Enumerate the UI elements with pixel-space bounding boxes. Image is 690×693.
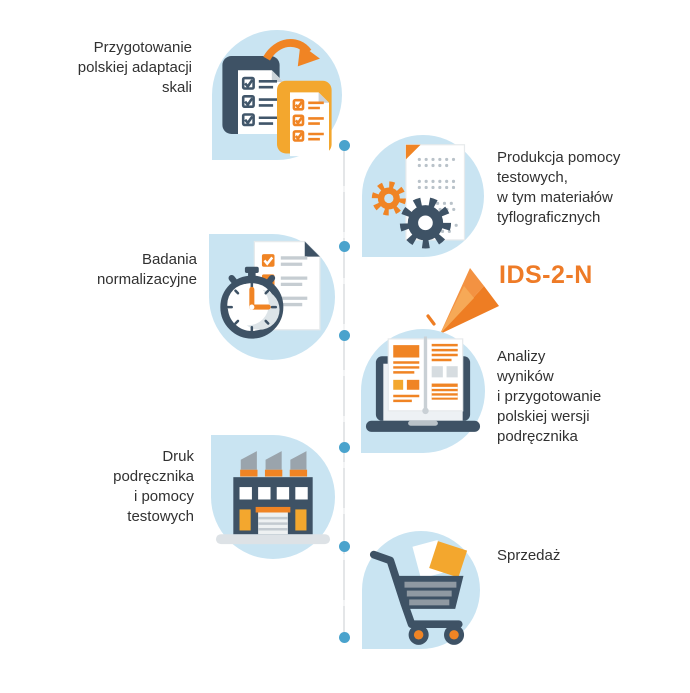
shopping-cart-icon — [369, 540, 468, 645]
timeline-dot — [339, 541, 350, 552]
product-name: IDS-2-N — [499, 261, 593, 289]
gears-braille-document-icon — [371, 144, 466, 249]
factory-icon — [215, 451, 331, 545]
step-blob-print — [211, 435, 335, 559]
label-line: Analizy — [497, 348, 546, 365]
label-line: i przygotowanie — [497, 388, 602, 405]
label-line: Sprzedaż — [497, 547, 561, 564]
label-line: testowych, — [497, 169, 568, 186]
label-line: skali — [161, 79, 192, 96]
label-line: Badania — [141, 251, 197, 268]
label-line: wyników — [497, 368, 554, 385]
stopwatch-checklist-icon — [220, 240, 321, 339]
label-line: Produkcja pomocy — [497, 149, 621, 166]
step-label-analysis: Analizy wyników i przygotowanie polskiej… — [497, 347, 601, 447]
label-line: testowych — [127, 508, 194, 525]
factory-vents — [240, 451, 308, 477]
step-label-print: Druk podręcznika i pomocy testowych — [113, 447, 194, 527]
label-line: Przygotowanie — [93, 39, 192, 56]
stopwatch-icon — [220, 266, 284, 339]
step-label-production: Produkcja pomocy testowych, w tym materi… — [497, 148, 620, 228]
label-line: polskiej wersji — [497, 408, 590, 425]
step-label-adaptation: Przygotowanie polskiej adaptacji skali — [78, 38, 192, 98]
timeline-line — [343, 146, 345, 638]
small-gear-icon — [371, 181, 406, 216]
right-page-content — [431, 343, 458, 400]
step-label-sales: Sprzedaż — [497, 546, 560, 566]
label-line: tyflograficznych — [497, 209, 601, 226]
label-line: podręcznika — [113, 468, 194, 485]
timeline-dot — [339, 241, 350, 252]
step-blob-production — [362, 135, 484, 257]
timeline-dot — [339, 330, 350, 341]
step-blob-analysis — [361, 329, 485, 453]
books-transfer-icon — [222, 39, 332, 157]
left-page-content — [393, 345, 420, 403]
laptop-open-book-icon — [365, 336, 481, 432]
step-blob-adaptation — [212, 30, 342, 160]
label-line: polskiej adaptacji — [77, 59, 192, 76]
label-line: i pomocy — [133, 488, 194, 505]
step-label-norm-studies: Badania normalizacyjne — [97, 250, 197, 290]
label-line: normalizacyjne — [96, 271, 197, 288]
step-blob-sales — [362, 531, 480, 649]
label-line: w tym materiałów — [497, 189, 613, 206]
large-gear-icon — [399, 197, 452, 249]
step-blob-norm-studies — [209, 234, 335, 360]
timeline-dot — [339, 632, 350, 643]
label-line: podręcznika — [497, 428, 578, 445]
label-line: Druk — [162, 448, 194, 465]
timeline-dot — [339, 140, 350, 151]
timeline-dot — [339, 442, 350, 453]
